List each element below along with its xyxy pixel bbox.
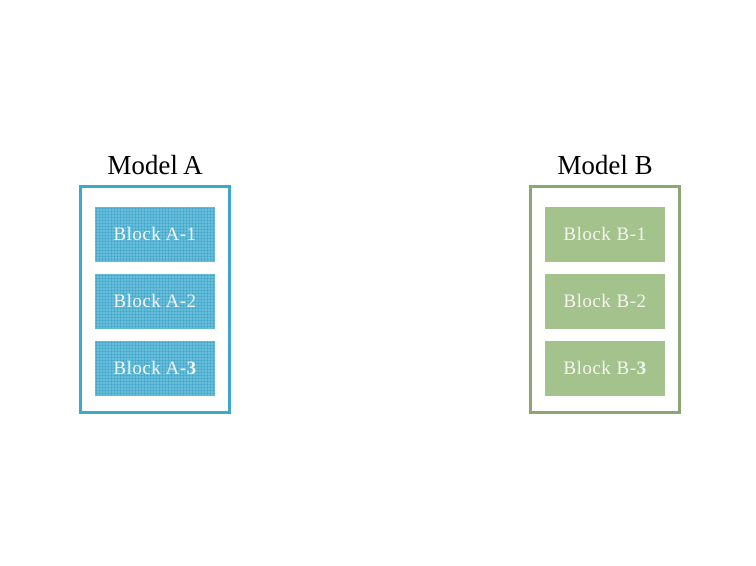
model-b-box: Block B-1 Block B-2 Block B-3 (529, 185, 681, 414)
block-a-3-label-bold: 3 (186, 357, 197, 379)
model-a-group: Model A Block A-1 Block A-2 Block A-3 (79, 150, 231, 414)
block-b-3: Block B-3 (545, 341, 665, 396)
block-b-3-label: Block B- (563, 357, 637, 379)
block-b-2-label: Block B-2 (563, 290, 647, 312)
block-b-1-label: Block B-1 (563, 223, 647, 245)
block-b-2: Block B-2 (545, 274, 665, 329)
model-b-title: Model B (557, 150, 653, 180)
block-a-1: Block A-1 (95, 207, 215, 262)
block-a-3-label: Block A- (113, 357, 187, 379)
block-a-2-label: Block A-2 (113, 290, 197, 312)
model-a-title: Model A (107, 150, 203, 180)
block-a-3: Block A-3 (95, 341, 215, 396)
model-a-box: Block A-1 Block A-2 Block A-3 (79, 185, 231, 414)
block-a-1-label: Block A-1 (113, 223, 197, 245)
block-b-1: Block B-1 (545, 207, 665, 262)
block-a-2: Block A-2 (95, 274, 215, 329)
model-b-group: Model B Block B-1 Block B-2 Block B-3 (529, 150, 681, 414)
block-b-3-label-bold: 3 (636, 357, 647, 379)
